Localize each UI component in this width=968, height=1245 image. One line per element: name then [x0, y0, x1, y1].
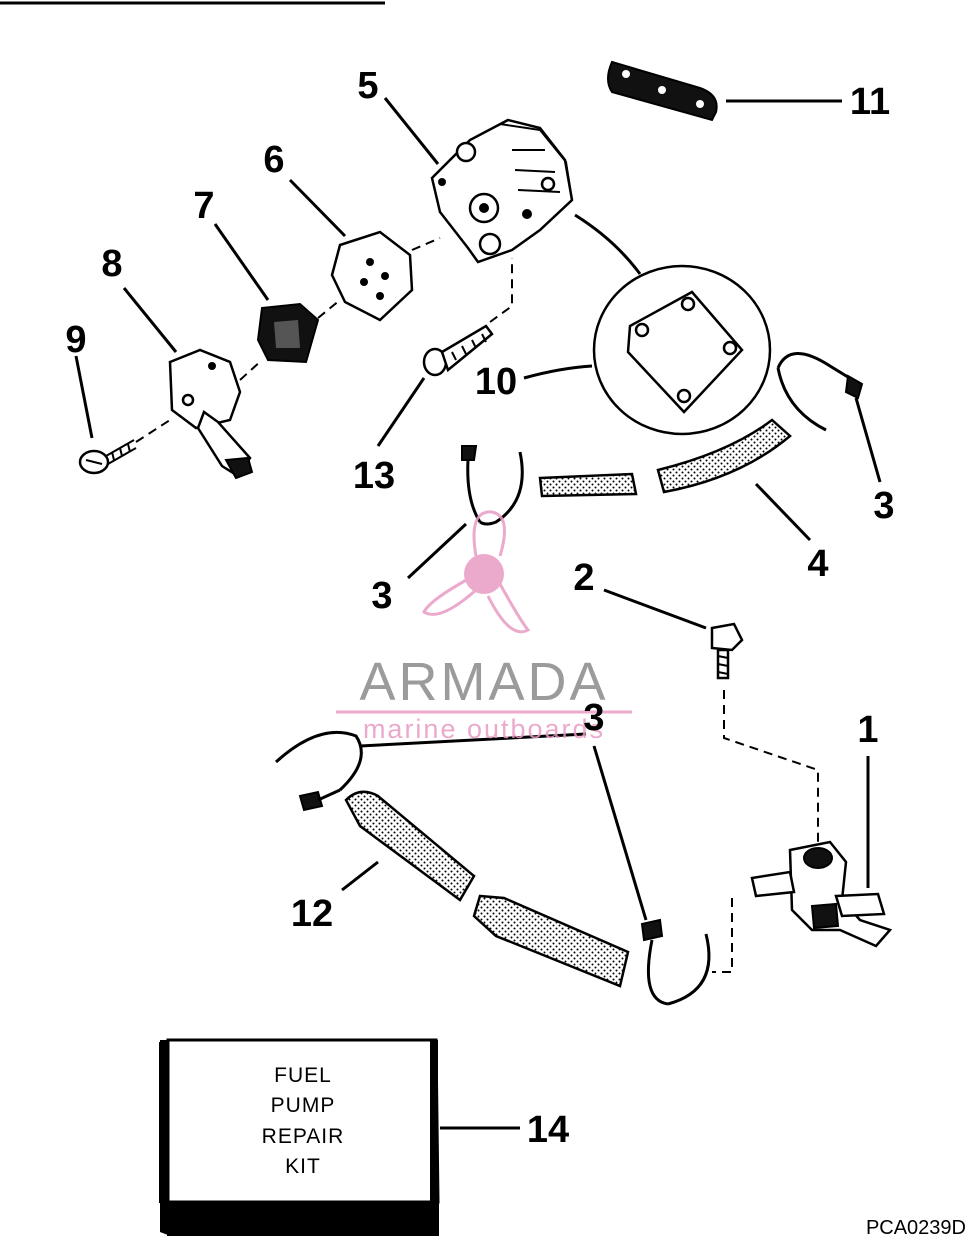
leader-5: [383, 97, 440, 165]
leader-10: [523, 364, 593, 380]
part-9-screw: [78, 439, 137, 475]
part-3-clamp-lower-right: [640, 918, 711, 1006]
pump-hose-line: [574, 213, 642, 275]
drawing-code: PCA0239D: [866, 1217, 966, 1239]
leader-3-lower-b: [592, 745, 648, 921]
leader-7: [213, 223, 270, 301]
part-4-hose: [538, 418, 792, 498]
part-12-hose: [344, 790, 630, 988]
part-3-clamp-lower-left: [274, 730, 363, 812]
part-5-pump-body: [430, 118, 574, 264]
kit-label-line-1: FUEL: [274, 1064, 332, 1087]
leader-3-middle: [406, 522, 468, 580]
callout-8: 8: [101, 243, 122, 285]
assembly-dash-13-5: [489, 258, 513, 323]
part-6-diaphragm: [330, 230, 414, 322]
kit-label-line-4: KIT: [285, 1155, 321, 1178]
callout-2: 2: [573, 557, 594, 599]
assembly-dash-7-6: [317, 299, 341, 319]
assembly-dash-8-7: [239, 359, 263, 381]
part-1-connector: [750, 840, 893, 948]
watermark-tagline: marine outboards: [363, 714, 605, 744]
leader-6: [288, 178, 347, 238]
part-3-clamp-upper: [776, 352, 864, 432]
callout-5: 5: [357, 65, 378, 107]
propeller-icon: [422, 510, 531, 634]
assembly-dash-1-3: [712, 898, 733, 973]
callout-3-lower: 3: [583, 697, 604, 739]
assembly-dash-9-8: [135, 419, 171, 443]
kit-label-line-2: PUMP: [271, 1094, 336, 1117]
callout-13: 13: [353, 455, 395, 497]
part-13-screw: [422, 324, 494, 377]
callout-12: 12: [291, 893, 333, 935]
kit-label-line-3: REPAIR: [262, 1125, 345, 1148]
callout-3-upper: 3: [873, 485, 894, 527]
part-10-adapter-plate: [592, 264, 772, 436]
assembly-dash-2-1: [723, 690, 819, 846]
callout-14: 14: [527, 1109, 569, 1151]
leader-9: [74, 355, 94, 439]
part-8-pump-cover: [168, 348, 254, 480]
leader-8: [122, 287, 178, 353]
leader-3-upper: [854, 397, 882, 483]
kit-label: FUEL PUMP REPAIR KIT: [262, 1064, 345, 1178]
callout-1: 1: [857, 709, 878, 751]
callout-labels: 1 2 3 3 3 4 5 6 7 8 9 10 11 12 13 14: [65, 65, 894, 1151]
callout-10: 10: [475, 361, 517, 403]
leader-13: [376, 377, 426, 447]
part-14-repair-kit-box: [159, 1038, 440, 1236]
part-7-gasket: [256, 302, 320, 364]
callout-11: 11: [850, 81, 890, 123]
watermark-logo: ARMADA marine outboards: [336, 510, 632, 744]
part-11-plate: [607, 60, 718, 122]
part-2-bolt: [710, 622, 744, 680]
assembly-dash-6-5: [411, 237, 441, 251]
leader-3-lower-a: [359, 732, 587, 748]
leader-4: [754, 482, 812, 542]
leader-2: [603, 588, 707, 630]
callout-6: 6: [263, 139, 284, 181]
callout-9: 9: [65, 319, 86, 361]
callout-4: 4: [807, 543, 828, 585]
leader-12: [341, 860, 379, 892]
callout-3-middle: 3: [371, 575, 392, 617]
callout-7: 7: [193, 185, 214, 227]
watermark-brand: ARMADA: [359, 652, 608, 712]
